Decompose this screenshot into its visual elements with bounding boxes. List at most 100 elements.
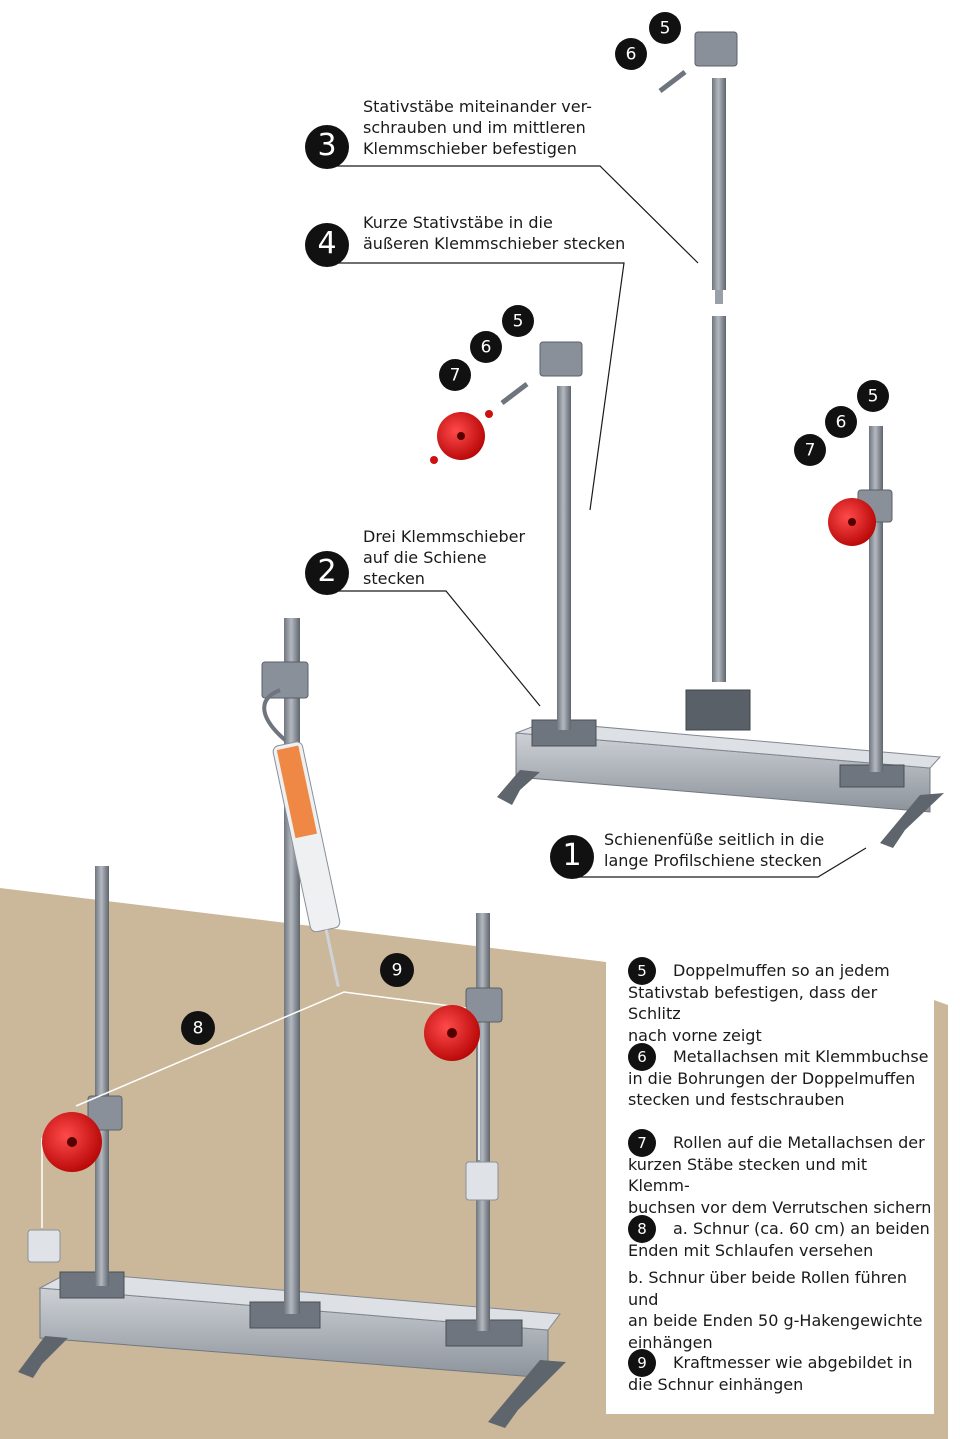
badge-circle xyxy=(380,953,414,987)
step-2-line: auf die Schiene xyxy=(363,548,487,567)
step-3-badge: 3 xyxy=(305,125,349,169)
badge-circle xyxy=(550,835,594,879)
badge-number: 5 xyxy=(868,386,879,406)
badge-number: 4 xyxy=(317,226,336,261)
legend-line: Metallachsen mit Klemmbuchse xyxy=(673,1047,929,1066)
rail-foot-left-top xyxy=(497,770,540,805)
badge-circle xyxy=(181,1011,215,1045)
badge-number: 9 xyxy=(392,960,403,980)
badge-number: 2 xyxy=(317,554,336,589)
step-4-line: äußeren Klemmschieber stecken xyxy=(363,234,626,253)
step-3-line: schrauben und im mittleren xyxy=(363,118,586,137)
hook-weight-right xyxy=(465,1161,499,1201)
exploded-assembly xyxy=(430,31,944,848)
legend-line: Kraftmesser wie abgebildet in xyxy=(673,1353,913,1372)
legend-line: an beide Enden 50 g-Hakengewichte xyxy=(628,1311,923,1330)
legend-line: Doppelmuffen so an jedem xyxy=(673,961,890,980)
part-8-badge: 8 xyxy=(181,1011,215,1045)
badge-circle xyxy=(857,380,889,412)
badge-number: 5 xyxy=(513,311,524,331)
axle-long-rod xyxy=(658,70,687,93)
badge-circle xyxy=(305,551,349,595)
legend-line: Stativstab befestigen, dass der Schlitz xyxy=(628,982,878,1024)
badge-circle xyxy=(305,125,349,169)
legend-line: a. Schnur (ca. 60 cm) an beiden xyxy=(673,1219,930,1238)
badge-circle xyxy=(794,434,826,466)
badge-circle xyxy=(649,12,681,44)
double-clamp-right-bottom xyxy=(465,987,503,1023)
badge-number: 6 xyxy=(481,337,492,357)
rail-foot-right-bottom xyxy=(488,1360,566,1428)
legend-badge: 9 xyxy=(628,1349,656,1377)
short-rod-right-bottom xyxy=(476,913,490,1331)
badge-number: 8 xyxy=(193,1018,204,1038)
double-clamp-long-rod xyxy=(694,31,738,67)
hook-weight-left xyxy=(27,1229,61,1263)
part-5-badge: 5 xyxy=(857,380,889,412)
step-3-line: Stativstäbe miteinander ver- xyxy=(363,97,592,116)
badge-circle xyxy=(470,331,502,363)
step-1-text: Schienenfüße seitlich in die lange Profi… xyxy=(604,829,824,871)
badge-circle xyxy=(615,38,647,70)
double-clamp-long-bottom xyxy=(261,661,309,699)
badge-circle xyxy=(502,305,534,337)
step-3-text: Stativstäbe miteinander ver- schrauben u… xyxy=(363,96,592,159)
step-1-line: lange Profilschiene stecken xyxy=(604,851,822,870)
short-rod-right-top xyxy=(869,426,883,772)
legend-badge: 8 xyxy=(628,1215,656,1243)
step-2-text: Drei Klemmschieber auf die Schiene steck… xyxy=(363,526,525,589)
step-4-text: Kurze Stativstäbe in die äußeren Klemmsc… xyxy=(363,212,625,254)
leader-lines xyxy=(333,165,867,878)
badge-number: 1 xyxy=(562,838,581,873)
legend-line: buchsen vor dem Verrutschen sichern xyxy=(628,1197,932,1217)
part-6-badge: 6 xyxy=(615,38,647,70)
legend-item-7: 7 Rollen auf die Metallachsen der kurzen… xyxy=(628,1129,933,1218)
rail-foot-right-top xyxy=(880,793,944,848)
part-9-badge: 9 xyxy=(380,953,414,987)
part-5-badge: 5 xyxy=(649,12,681,44)
legend-item-9: 9 Kraftmesser wie abgebildet in die Schn… xyxy=(628,1349,933,1395)
part-6-badge: 6 xyxy=(825,406,857,438)
long-rod-lower-top xyxy=(712,316,726,682)
step-2-line: stecken xyxy=(363,569,425,588)
long-rod-bottom xyxy=(284,618,300,1314)
legend-line: Rollen auf die Metallachsen der xyxy=(673,1133,925,1152)
string xyxy=(75,991,467,1107)
badge-circle xyxy=(825,406,857,438)
step-1-line: Schienenfüße seitlich in die xyxy=(604,830,825,849)
legend-line: Enden mit Schlaufen versehen xyxy=(628,1240,874,1260)
legend-line: nach vorne zeigt xyxy=(628,1025,762,1045)
legend-line: b. Schnur über beide Rollen führen und xyxy=(628,1268,907,1309)
clamp-block-left-bottom xyxy=(59,1271,125,1299)
short-rod-left-top xyxy=(557,386,571,730)
legend-line: in die Bohrungen der Doppelmuffen xyxy=(628,1068,916,1088)
step-2-badge: 2 xyxy=(305,551,349,595)
badge-number: 6 xyxy=(836,412,847,432)
badge-number: 7 xyxy=(450,365,461,385)
badge-number: 6 xyxy=(626,44,637,64)
legend-line: kurzen Stäbe stecken und mit Klemm- xyxy=(628,1154,868,1196)
legend-line: stecken und festschrauben xyxy=(628,1090,845,1109)
finished-assembly xyxy=(18,618,566,1428)
part-5-badge: 5 xyxy=(502,305,534,337)
step-3-line: Klemmschieber befestigen xyxy=(363,139,577,158)
long-rod-upper-top xyxy=(712,78,726,290)
step-1-badge: 1 xyxy=(550,835,594,879)
legend-badge: 7 xyxy=(628,1129,656,1157)
clamp-block-middle-top xyxy=(685,689,751,731)
step-4-line: Kurze Stativstäbe in die xyxy=(363,213,553,232)
bushing-small-2 xyxy=(430,456,438,464)
axle-left-top xyxy=(500,382,529,405)
badge-number: 5 xyxy=(660,18,671,38)
badge-circle xyxy=(439,359,471,391)
rail-foot-left-bottom xyxy=(18,1336,68,1378)
step-4-badge: 4 xyxy=(305,223,349,267)
badge-number: 7 xyxy=(805,440,816,460)
part-7-badge: 7 xyxy=(439,359,471,391)
legend-badge: 6 xyxy=(628,1043,656,1071)
legend-line: die Schnur einhängen xyxy=(628,1374,804,1394)
legend-item-5: 5 Doppelmuffen so an jedem Stativstab be… xyxy=(628,957,933,1046)
bushing-small-1 xyxy=(485,410,493,418)
